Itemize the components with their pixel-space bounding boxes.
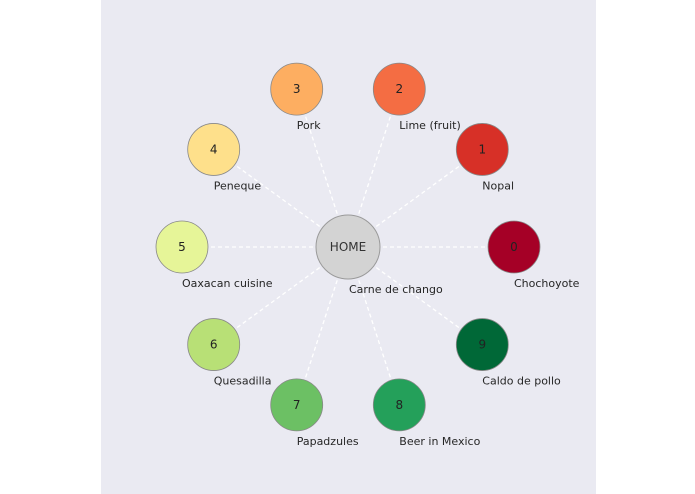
- node-label-7: Papadzules: [297, 435, 359, 448]
- node-label-5: Oaxacan cuisine: [182, 277, 273, 290]
- node-label-6: Quesadilla: [214, 375, 272, 388]
- node-number-8: 8: [395, 398, 403, 412]
- node-number-2: 2: [395, 82, 403, 96]
- node-number-3: 3: [293, 82, 301, 96]
- node-number-9: 9: [478, 338, 486, 352]
- node-circle-4: [187, 123, 241, 176]
- node-number-7: 7: [293, 398, 301, 412]
- node-label-4: Peneque: [214, 179, 262, 192]
- node-number-4: 4: [210, 142, 218, 156]
- node-circle-6: [187, 318, 241, 371]
- node-number-0: 0: [510, 240, 518, 254]
- node-circle-1: [455, 123, 509, 176]
- node-circle-2: [372, 62, 426, 116]
- node-circle-9: [455, 318, 509, 371]
- node-label-8: Beer in Mexico: [399, 435, 480, 448]
- home-node-text: HOME: [330, 240, 366, 254]
- node-label-0: Chochoyote: [514, 277, 580, 290]
- node-number-6: 6: [210, 338, 218, 352]
- node-circle-0: [487, 220, 541, 274]
- node-number-1: 1: [478, 142, 486, 156]
- node-circle-5: [155, 220, 209, 274]
- home-node-circle: [315, 214, 381, 280]
- home-node-label: Carne de chango: [349, 283, 443, 296]
- node-circle-3: [270, 62, 324, 116]
- node-label-9: Caldo de pollo: [482, 375, 561, 388]
- node-number-5: 5: [178, 240, 186, 254]
- node-circle-8: [372, 378, 426, 432]
- node-label-3: Pork: [297, 119, 321, 132]
- node-circle-7: [270, 378, 324, 432]
- node-label-1: Nopal: [482, 179, 514, 192]
- home-node: HOME Carne de chango: [315, 214, 443, 296]
- node-label-2: Lime (fruit): [399, 119, 460, 132]
